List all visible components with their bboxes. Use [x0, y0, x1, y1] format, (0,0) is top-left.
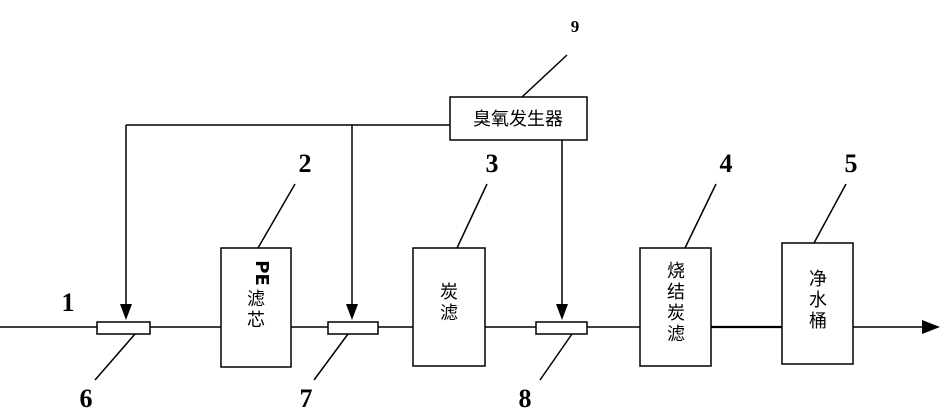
pe-filter-label: 滤芯 — [247, 289, 265, 331]
pe-filter-label-text: 滤芯 — [247, 289, 265, 331]
number-5: 5 — [845, 149, 858, 178]
outlet-arrow-icon — [922, 320, 940, 334]
ozone-arrow-8-icon — [556, 304, 568, 320]
leader-4 — [684, 183, 717, 249]
sintered-carbon-label-text: 烧结炭滤 — [667, 261, 685, 345]
leader-9 — [521, 54, 568, 98]
clean-bucket-box — [781, 242, 854, 365]
leader-8 — [539, 333, 573, 381]
number-1: 1 — [62, 288, 75, 317]
number-7: 7 — [300, 384, 313, 413]
mixer-7 — [327, 321, 379, 335]
ozone-arrow-6-icon — [120, 304, 132, 320]
ozone-arrow-7-icon — [346, 304, 358, 320]
leader-7 — [313, 333, 349, 381]
sintered-carbon-box — [639, 247, 712, 367]
clean-bucket-label: 净水桶 — [809, 269, 827, 332]
sintered-carbon-label: 烧结炭滤 — [667, 261, 685, 345]
number-4: 4 — [720, 149, 733, 178]
leader-6 — [94, 333, 136, 381]
number-3: 3 — [486, 149, 499, 178]
pe-filter-box — [220, 247, 292, 368]
mixer-6 — [96, 321, 151, 335]
clean-bucket-label-text: 净水桶 — [809, 269, 827, 332]
carbon-filter-box — [412, 247, 486, 367]
number-8: 8 — [519, 384, 532, 413]
carbon-filter-label-text: 炭滤 — [440, 282, 458, 324]
number-2: 2 — [299, 149, 312, 178]
ozone-generator-box — [449, 96, 588, 141]
number-9: 9 — [571, 17, 580, 36]
number-6: 6 — [80, 384, 93, 413]
pe-filter-prefix: PE — [251, 260, 272, 286]
leader-2 — [257, 183, 296, 249]
mixer-8 — [535, 321, 588, 335]
ozone-generator-label: 臭氧发生器 — [473, 109, 563, 130]
leader-5 — [813, 183, 847, 244]
carbon-filter-label: 炭滤 — [440, 282, 458, 324]
leader-3 — [456, 183, 488, 249]
